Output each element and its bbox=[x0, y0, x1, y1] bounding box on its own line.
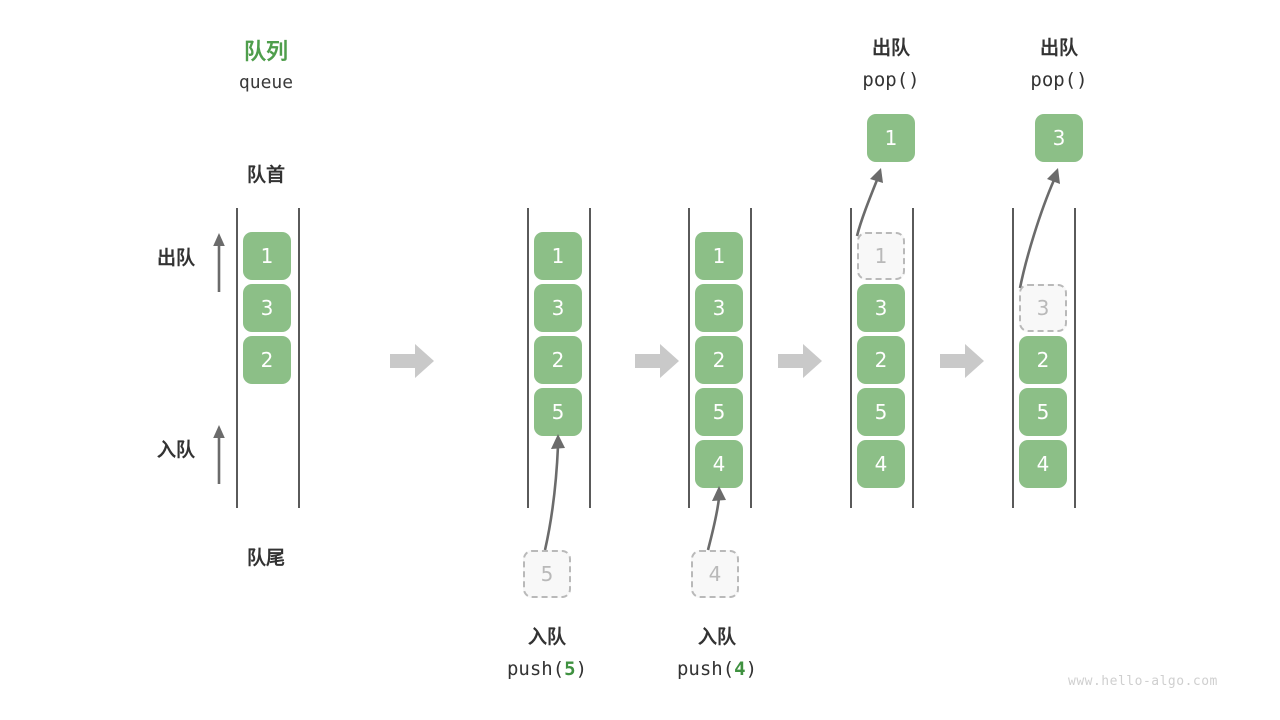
queue-title-en: queue bbox=[238, 72, 294, 93]
push-code-value-2: 4 bbox=[734, 658, 746, 680]
pop-caption-code-1: pop() bbox=[833, 69, 949, 91]
queue-cell: 1 bbox=[857, 232, 905, 280]
push-code-prefix-1: push( bbox=[506, 658, 565, 680]
push-caption-code-2: push(4) bbox=[657, 658, 777, 680]
queue-cell: 1 bbox=[243, 232, 291, 280]
push-motion-arrow-1-icon bbox=[520, 432, 580, 552]
queue-rail-right-2 bbox=[589, 208, 591, 508]
queue-rail-left-1 bbox=[236, 208, 238, 508]
queue-cell: 3 bbox=[857, 284, 905, 332]
pop-direction-label: 出队 bbox=[156, 247, 195, 269]
queue-rail-left-4 bbox=[850, 208, 852, 508]
queue-rail-right-1 bbox=[298, 208, 300, 508]
flow-arrow-2-icon bbox=[635, 344, 679, 378]
incoming-ghost-cell: 4 bbox=[691, 550, 739, 598]
push-code-value-1: 5 bbox=[564, 658, 576, 680]
queue-cell bbox=[1019, 232, 1067, 280]
pop-code-prefix-1: pop( bbox=[862, 69, 909, 91]
queue-cell: 1 bbox=[534, 232, 582, 280]
queue-cell: 2 bbox=[243, 336, 291, 384]
queue-title-cn: 队列 bbox=[243, 40, 288, 65]
queue-cell: 3 bbox=[695, 284, 743, 332]
queue-rail-left-2 bbox=[527, 208, 529, 508]
front-label: 队首 bbox=[246, 164, 285, 186]
push-code-suffix-2: ) bbox=[745, 658, 758, 680]
pop-motion-arrow-1-icon bbox=[845, 166, 905, 238]
queue-rail-left-5 bbox=[1012, 208, 1014, 508]
queue-cell: 3 bbox=[534, 284, 582, 332]
pop-caption-cn-1: 出队 bbox=[871, 37, 910, 59]
push-direction-label: 入队 bbox=[156, 439, 195, 461]
pop-code-prefix-2: pop( bbox=[1030, 69, 1077, 91]
queue-cell: 4 bbox=[695, 440, 743, 488]
push-code-suffix-1: ) bbox=[575, 658, 588, 680]
queue-rail-right-4 bbox=[912, 208, 914, 508]
popped-cell: 3 bbox=[1035, 114, 1083, 162]
pop-caption-cn-2: 出队 bbox=[1039, 37, 1078, 59]
watermark: www.hello-algo.com bbox=[1068, 674, 1218, 689]
popped-cell: 1 bbox=[867, 114, 915, 162]
incoming-ghost-cell: 5 bbox=[523, 550, 571, 598]
queue-cell: 5 bbox=[534, 388, 582, 436]
queue-cell: 1 bbox=[695, 232, 743, 280]
flow-arrow-3-icon bbox=[778, 344, 822, 378]
queue-cell: 2 bbox=[695, 336, 743, 384]
queue-cell: 5 bbox=[1019, 388, 1067, 436]
pop-code-suffix-2: ) bbox=[1076, 69, 1088, 91]
queue-cell: 4 bbox=[1019, 440, 1067, 488]
flow-arrow-4-icon bbox=[940, 344, 984, 378]
flow-arrow-1-icon bbox=[390, 344, 434, 378]
queue-rail-right-5 bbox=[1074, 208, 1076, 508]
pop-code-suffix-1: ) bbox=[908, 69, 920, 91]
push-caption-cn-1: 入队 bbox=[527, 626, 566, 648]
push-code-prefix-2: push( bbox=[676, 658, 735, 680]
queue-rail-right-3 bbox=[750, 208, 752, 508]
queue-rail-left-3 bbox=[688, 208, 690, 508]
back-label: 队尾 bbox=[246, 547, 285, 569]
queue-cell: 3 bbox=[1019, 284, 1067, 332]
queue-cell: 2 bbox=[1019, 336, 1067, 384]
push-motion-arrow-2-icon bbox=[688, 484, 744, 552]
push-caption-cn-2: 入队 bbox=[697, 626, 736, 648]
queue-cell: 5 bbox=[695, 388, 743, 436]
queue-cell: 2 bbox=[857, 336, 905, 384]
push-caption-code-1: push(5) bbox=[487, 658, 607, 680]
queue-cell: 3 bbox=[243, 284, 291, 332]
pop-caption-code-2: pop() bbox=[1001, 69, 1117, 91]
pop-motion-arrow-2-icon bbox=[1010, 166, 1076, 290]
queue-cell: 4 bbox=[857, 440, 905, 488]
push-direction-arrow-icon bbox=[210, 424, 228, 486]
queue-cell: 2 bbox=[534, 336, 582, 384]
queue-cell: 5 bbox=[857, 388, 905, 436]
pop-direction-arrow-icon bbox=[210, 232, 228, 294]
